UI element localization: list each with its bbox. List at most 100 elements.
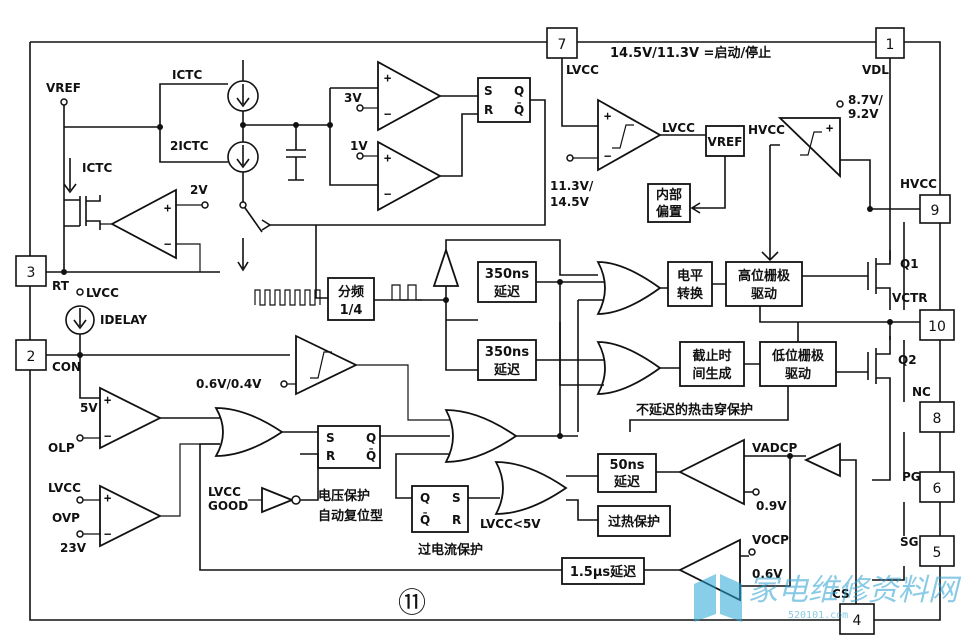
comp2v-wires	[100, 204, 202, 225]
q2-label: Q2	[898, 353, 917, 367]
pin-7: 7	[546, 27, 578, 59]
comparator-2v	[110, 188, 177, 260]
ictc-arrow-icon	[63, 158, 77, 194]
thermal-protect-block: 过热保护	[597, 505, 671, 537]
pin-10: 10	[919, 309, 955, 341]
osc-sr-flipflop: S R Q Q̄	[477, 77, 531, 123]
cs-buffer	[803, 442, 841, 478]
sr-wires	[270, 95, 546, 226]
vref-terminal	[60, 98, 68, 106]
svg-text:350ns: 350ns	[485, 345, 529, 360]
or-gate-low	[596, 341, 662, 395]
svg-text:电平: 电平	[677, 268, 703, 284]
svg-text:50ns: 50ns	[609, 458, 644, 473]
ictc-left-label: ICTC	[82, 161, 112, 175]
comp-inputs	[329, 87, 378, 186]
svg-text:−: −	[104, 429, 111, 443]
svg-text:1.5μs延迟: 1.5μs延迟	[570, 564, 636, 580]
volt-protect-label-1: 电压保护	[318, 488, 370, 504]
ic-outline	[29, 41, 941, 621]
inverter	[261, 486, 295, 514]
svg-text:−: −	[164, 237, 171, 251]
or-gate-high	[596, 261, 662, 315]
divider-out-wire	[374, 286, 447, 301]
delay-350ns-1: 350ns 延迟	[477, 261, 537, 303]
olp-label: OLP	[48, 441, 75, 455]
hvcc-label: HVCC	[748, 123, 785, 137]
pin-4: 4	[839, 603, 875, 635]
svg-text:家电维修资料网: 家电维修资料网	[748, 573, 962, 608]
hv-label-1: 8.7V/	[848, 93, 884, 107]
lvcc-wire	[561, 58, 598, 127]
hv-label-2: 9.2V	[848, 107, 879, 121]
olp-wires	[79, 360, 220, 419]
ictc-top-label: ICTC	[172, 68, 202, 82]
uvlo-label-1: 11.3V/	[550, 179, 594, 193]
vref-block: VREF	[705, 125, 745, 157]
svg-text:Q̄: Q̄	[514, 102, 524, 117]
comparator-3v	[377, 60, 442, 132]
ref-2v-label: 2V	[190, 183, 208, 197]
svg-text:截止时: 截止时	[692, 348, 731, 364]
olp-ref-label: 5V	[80, 401, 98, 415]
delay-1p5us-block: 1.5μs延迟	[561, 557, 645, 585]
svg-text:R: R	[326, 449, 335, 463]
svg-text:−: −	[104, 527, 111, 541]
vocp-label: VOCP	[752, 533, 789, 547]
or-ocp-inputs	[566, 475, 598, 521]
ovp-label: OVP	[52, 511, 80, 525]
q1-mosfet-icon	[867, 250, 891, 310]
output-wires	[872, 222, 920, 581]
vdl-wire	[840, 58, 920, 260]
vadcp-label: VADCP	[752, 441, 798, 455]
pin-5: 5	[919, 535, 955, 567]
buffer-amp	[432, 247, 460, 287]
buffer-wires	[445, 239, 598, 371]
or-gate-ocp	[494, 461, 568, 515]
pin-3-label: RT	[52, 279, 70, 293]
svg-text:7: 7	[558, 37, 567, 53]
latch-wires	[395, 453, 500, 499]
uvlo-comparator	[597, 98, 662, 172]
svg-text:+: +	[384, 71, 391, 85]
svg-text:S: S	[452, 491, 461, 505]
pin-8: 8	[919, 401, 955, 433]
con-hysteresis-icon	[310, 351, 332, 379]
delay-50ns-block: 50ns 延迟	[597, 453, 657, 493]
svg-text:2: 2	[27, 349, 36, 365]
internal-bias-block: 内部 偏置	[647, 183, 691, 223]
q2-mosfet-icon	[867, 336, 891, 481]
svg-text:+: +	[104, 491, 111, 505]
svg-text:驱动: 驱动	[785, 367, 811, 382]
pin-2: 2	[15, 339, 47, 371]
idelay-label: IDELAY	[100, 313, 147, 327]
svg-text:S: S	[484, 84, 493, 98]
shoot-through-label: 不延迟的热击穿保护	[636, 402, 753, 418]
clock-waveform-icon	[254, 289, 321, 306]
svg-text:1: 1	[886, 37, 895, 53]
svg-text:−: −	[604, 149, 611, 163]
ocp-comp-wires	[740, 555, 791, 587]
pin-1: 1	[875, 27, 905, 59]
high-gate-driver-block: 高位栅极 驱动	[725, 261, 803, 307]
svg-text:−: −	[384, 187, 391, 201]
level-shift-block: 电平 转换	[667, 261, 713, 307]
lvcc-good-label-2: GOOD	[208, 499, 248, 513]
svg-text:6: 6	[933, 481, 942, 497]
ocp-delay-wires	[199, 443, 680, 571]
hv-uvlo-out	[761, 144, 780, 262]
ovp-comparator	[99, 484, 163, 548]
adcp-comparator	[677, 438, 745, 506]
svg-text:延迟: 延迟	[493, 284, 520, 300]
dead-time-block: 截止时 间生成	[679, 341, 745, 387]
pin-8-label: NC	[912, 385, 931, 399]
vref-label: VREF	[46, 81, 81, 95]
pin-6-label: PG	[902, 470, 921, 484]
pin-10-label: VCTR	[892, 291, 928, 305]
svg-text:VREF: VREF	[708, 135, 743, 149]
svg-text:R: R	[484, 103, 493, 117]
svg-text:+: +	[104, 393, 111, 407]
svg-text:分频: 分频	[338, 284, 364, 300]
pin-7-label: LVCC	[566, 63, 599, 77]
svg-text:8: 8	[933, 411, 942, 427]
